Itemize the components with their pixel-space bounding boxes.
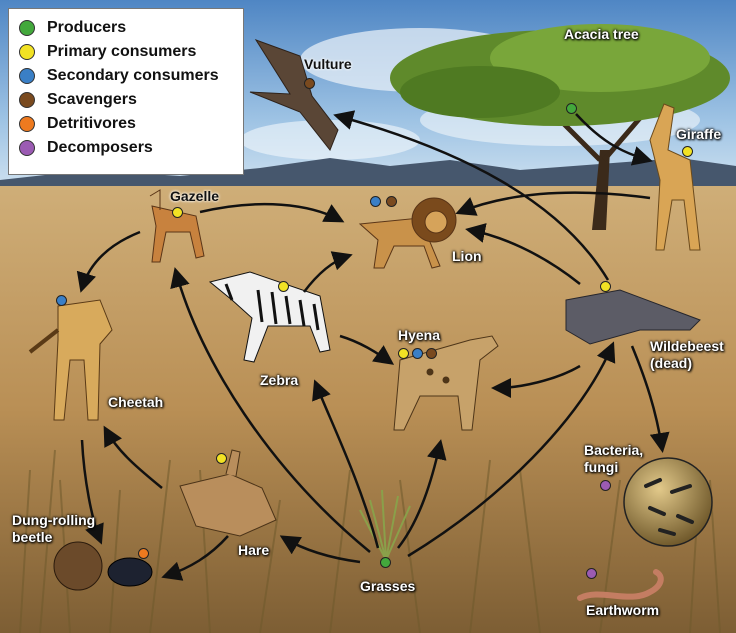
cheetah-illustration [28,299,113,421]
label-zebra: Zebra [260,372,299,388]
legend-item-detritivores: Detritivores [19,112,233,136]
arrow-zebra-to-hyena [339,334,395,365]
arrow-wildebeest-to-hyena [491,364,581,398]
label-fungi: fungi [584,459,619,475]
label-gazelle: Gazelle [170,188,220,204]
earthworm-illustration [577,569,664,601]
legend: Producers Primary consumers Secondary co… [8,8,244,175]
scavenger-dot-icon [304,78,315,89]
label-hyena: Hyena [398,327,441,343]
label-vulture: Vulture [304,56,352,72]
legend-item-producers: Producers [19,16,233,40]
scavenger-dot-icon [386,196,397,207]
label-wildebeest-dead: (dead) [650,355,692,371]
primary-consumer-dot-icon [278,281,289,292]
arrow-wildebeest-to-vulture [333,110,610,281]
legend-item-decomposers: Decomposers [19,136,233,160]
secondary-consumer-dot-icon [56,295,67,306]
detritivore-dot-icon [19,116,35,132]
producer-dot-icon [19,20,35,36]
arrow-grasses-to-hare [279,535,361,564]
scavenger-dot-icon [19,92,35,108]
label-wildebeest: Wildebeest [650,338,724,354]
legend-label: Detritivores [47,115,136,132]
arrow-acacia-to-giraffe [575,113,653,166]
legend-item-primary-consumers: Primary consumers [19,40,233,64]
acacia-tree-illustration [390,24,730,230]
label-dung-rolling: Dung-rolling [12,512,96,528]
primary-consumer-dot-icon [682,146,693,157]
legend-label: Secondary consumers [47,67,219,84]
arrow-wildebeest-to-lion [465,223,581,285]
legend-label: Producers [47,19,127,36]
grasses-illustration [359,489,411,561]
arrow-grasses-to-wildebeest [407,341,616,558]
label-acacia-tree: Acacia tree [564,26,639,42]
primary-consumer-dot-icon [19,44,35,60]
bacteria-fungi-illustration [623,457,713,547]
vulture-illustration [249,39,339,151]
secondary-consumer-dot-icon [412,348,423,359]
label-hare: Hare [238,542,270,558]
label-earthworm: Earthworm [586,602,660,618]
dung-beetle-illustration [53,541,153,591]
producer-dot-icon [380,557,391,568]
zebra-illustration [208,271,331,363]
label-giraffe: Giraffe [676,126,722,142]
legend-label: Primary consumers [47,43,197,60]
legend-item-scavengers: Scavengers [19,88,233,112]
secondary-consumer-dot-icon [19,68,35,84]
label-bacteria: Bacteria, [584,442,644,458]
arrow-giraffe-to-lion [455,191,651,216]
arrow-grasses-to-gazelle [170,267,371,553]
scavenger-dot-icon [426,348,437,359]
legend-label: Scavengers [47,91,137,108]
label-beetle: beetle [12,529,53,545]
wildebeest-illustration [565,289,701,345]
decomposer-dot-icon [600,480,611,491]
secondary-consumer-dot-icon [370,196,381,207]
arrow-hare-to-cheetah [103,425,163,489]
hare-illustration [179,449,277,537]
lion-illustration [358,197,457,269]
label-grasses: Grasses [360,578,416,594]
legend-item-secondary-consumers: Secondary consumers [19,64,233,88]
decomposer-dot-icon [19,140,35,156]
producer-dot-icon [566,103,577,114]
giraffe-illustration [649,103,701,251]
food-web-arrows [76,110,670,581]
arrow-gazelle-to-lion [199,202,345,223]
arrow-zebra-to-lion [303,251,353,293]
arrow-grasses-to-zebra [312,379,380,549]
arrow-grasses-to-hyena-area [397,439,447,549]
primary-consumer-dot-icon [172,207,183,218]
arrow-gazelle-to-cheetah [76,230,141,293]
hyena-illustration [393,335,499,431]
arrow-cheetah-to-dung-beetle [80,439,104,545]
label-cheetah: Cheetah [108,394,164,410]
label-lion: Lion [452,248,482,264]
primary-consumer-dot-icon [600,281,611,292]
arrow-wildebeest-to-bacteria [630,345,670,453]
primary-consumer-dot-icon [216,453,227,464]
decomposer-dot-icon [586,568,597,579]
primary-consumer-dot-icon [398,348,409,359]
gazelle-illustration [149,189,205,263]
legend-label: Decomposers [47,139,153,156]
detritivore-dot-icon [138,548,149,559]
arrow-hare-to-dung-beetle [161,535,229,581]
